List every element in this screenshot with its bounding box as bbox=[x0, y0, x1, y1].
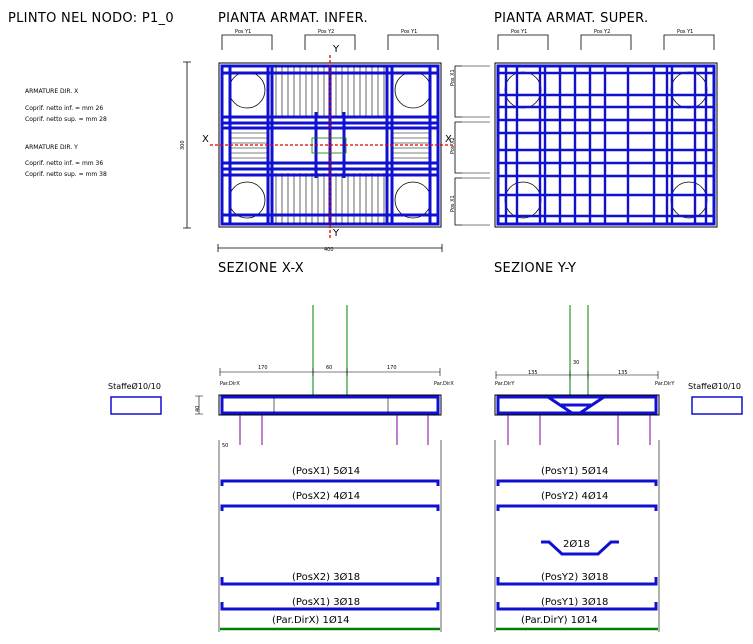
section-xx-title: SEZIONE X-X bbox=[218, 261, 305, 276]
yy-stirrup-shape bbox=[691, 396, 743, 415]
plan-sup-label-1: Pos Y1 bbox=[511, 29, 528, 35]
note-dir-x-title: ARMATURE DIR. X bbox=[25, 88, 79, 95]
axis-lines bbox=[210, 55, 455, 238]
plan-inf-label-2: Pos Y2 bbox=[318, 29, 335, 35]
xx-bar-schedule bbox=[220, 479, 440, 611]
yy-bar-2: (PosY2) 4Ø14 bbox=[541, 491, 609, 502]
note-dir-x-inf: Coprif. netto inf. = mm 26 bbox=[25, 105, 104, 112]
section-xx bbox=[195, 305, 442, 632]
plan-inf-label-3: Pos Y1 bbox=[401, 29, 418, 35]
main-title: PLINTO NEL NODO: P1_0 bbox=[8, 11, 174, 26]
plan-inf-label-1: Pos Y1 bbox=[235, 29, 252, 35]
section-yy bbox=[494, 305, 660, 632]
plan-inf-title: PIANTA ARMAT. INFER. bbox=[218, 11, 368, 26]
plan-inf-brackets bbox=[221, 34, 439, 50]
plan-sup-label-3: Pos Y1 bbox=[677, 29, 694, 35]
plan-sup-title: PIANTA ARMAT. SUPER. bbox=[494, 11, 649, 26]
xx-par-right: Par.DirX bbox=[434, 381, 454, 387]
yy-bar-1: (PosY1) 5Ø14 bbox=[541, 466, 609, 477]
yy-bent-bar bbox=[541, 540, 619, 556]
axis-x-right: X bbox=[445, 134, 452, 145]
xx-ext: 50 bbox=[222, 443, 229, 449]
yy-par-left: Par.DirY bbox=[495, 381, 515, 387]
yy-bar-schedule bbox=[496, 479, 658, 611]
plan-dim-width-line bbox=[217, 244, 443, 252]
xx-par-left: Par.DirX bbox=[220, 381, 240, 387]
xx-bar-1: (PosX1) 5Ø14 bbox=[292, 466, 361, 477]
yy-bent-label: 2Ø18 bbox=[563, 539, 590, 550]
plan-dim-width: 400 bbox=[324, 247, 334, 253]
yy-bar-4: (PosY1) 3Ø18 bbox=[541, 597, 609, 608]
yy-dim-2: 30 bbox=[573, 360, 580, 366]
plan-sup-brackets bbox=[497, 34, 715, 50]
yy-par-right: Par.DirY bbox=[655, 381, 675, 387]
section-yy-title: SEZIONE Y-Y bbox=[494, 261, 577, 276]
yy-bar-3: (PosY2) 3Ø18 bbox=[541, 572, 609, 583]
xx-dim-2: 60 bbox=[326, 365, 333, 371]
plan-side-brackets bbox=[454, 65, 462, 226]
plan-superior bbox=[494, 62, 718, 228]
yy-dim-1: 135 bbox=[528, 370, 538, 376]
xx-stirrup-label: StaffeØ10/10 bbox=[108, 382, 161, 391]
xx-dim-3: 170 bbox=[387, 365, 397, 371]
xx-dim-1: 170 bbox=[258, 365, 268, 371]
plan-sup-label-2: Pos Y2 bbox=[594, 29, 611, 35]
yy-bar-5: (Par.DirY) 1Ø14 bbox=[521, 615, 598, 626]
note-dir-y-title: ARMATURE DIR. Y bbox=[25, 144, 78, 151]
plan-dim-height-line bbox=[183, 61, 191, 229]
axis-y-top: Y bbox=[333, 44, 340, 55]
xx-bar-3: (PosX2) 3Ø18 bbox=[292, 572, 361, 583]
xx-bar-4: (PosX1) 3Ø18 bbox=[292, 597, 361, 608]
note-dir-x-sup: Coprif. netto sup. = mm 28 bbox=[25, 116, 107, 123]
note-dir-y-inf: Coprif. netto inf. = mm 36 bbox=[25, 160, 104, 167]
note-dir-y-sup: Coprif. netto sup. = mm 38 bbox=[25, 171, 107, 178]
axis-x-left: X bbox=[202, 134, 209, 145]
axis-y-bottom: Y bbox=[333, 228, 340, 239]
yy-stirrup-label: StaffeØ10/10 bbox=[688, 382, 741, 391]
xx-bar-2: (PosX2) 4Ø14 bbox=[292, 491, 361, 502]
xx-bar-5: (Par.DirX) 1Ø14 bbox=[272, 615, 350, 626]
xx-stirrup-shape bbox=[110, 396, 162, 415]
yy-dim-3: 135 bbox=[618, 370, 628, 376]
